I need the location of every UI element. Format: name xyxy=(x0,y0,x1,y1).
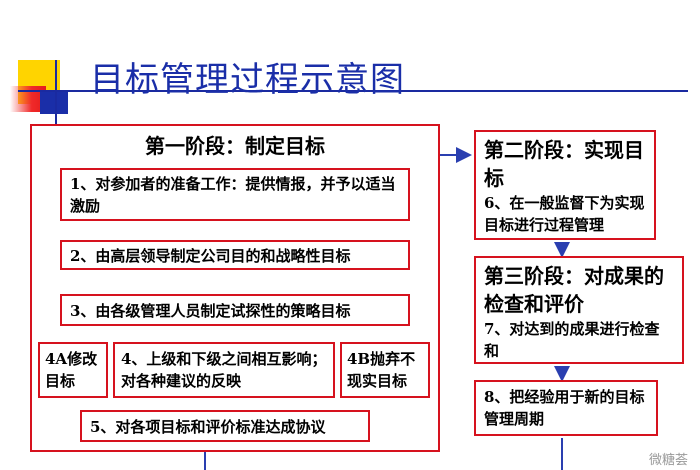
decor-horizontal-line xyxy=(18,90,688,92)
step3-box: 3、由各级管理人员制定试探性的策略目标 xyxy=(60,294,410,326)
stage3-box: 第三阶段：对成果的检查和评价 7、对达到的成果进行检查和 xyxy=(474,256,684,364)
step4b-box: 4B抛弃不现实目标 xyxy=(340,342,430,398)
watermark: 微糖荟 xyxy=(648,453,688,468)
step5-box: 5、对各项目标和评价标准达成协议 xyxy=(80,410,370,442)
decor-blue-square xyxy=(40,92,68,114)
step6-text: 6、在一般监督下为实现目标进行过程管理 xyxy=(484,194,645,234)
step4a-box: 4A修改目标 xyxy=(38,342,108,398)
step2-box: 2、由高层领导制定公司目的和战略性目标 xyxy=(60,240,410,270)
stage1-heading: 第一阶段：制定目标 xyxy=(145,134,325,158)
stage3-heading: 第三阶段：对成果的检查和评价 xyxy=(484,264,664,316)
step7-text: 7、对达到的成果进行检查和 xyxy=(484,320,660,360)
page-title: 目标管理过程示意图 xyxy=(90,60,405,100)
step1-box: 1、对参加者的准备工作：提供情报，并予以适当激励 xyxy=(60,168,410,221)
stage2-box: 第二阶段：实现目标 6、在一般监督下为实现目标进行过程管理 xyxy=(474,130,656,240)
step8-box: 8、把经验用于新的目标管理周期 xyxy=(474,380,658,436)
decor-vertical-line xyxy=(55,60,57,130)
stage2-heading: 第二阶段：实现目标 xyxy=(484,138,644,190)
step4-box: 4、上级和下级之间相互影响；对各种建议的反映 xyxy=(113,342,335,398)
